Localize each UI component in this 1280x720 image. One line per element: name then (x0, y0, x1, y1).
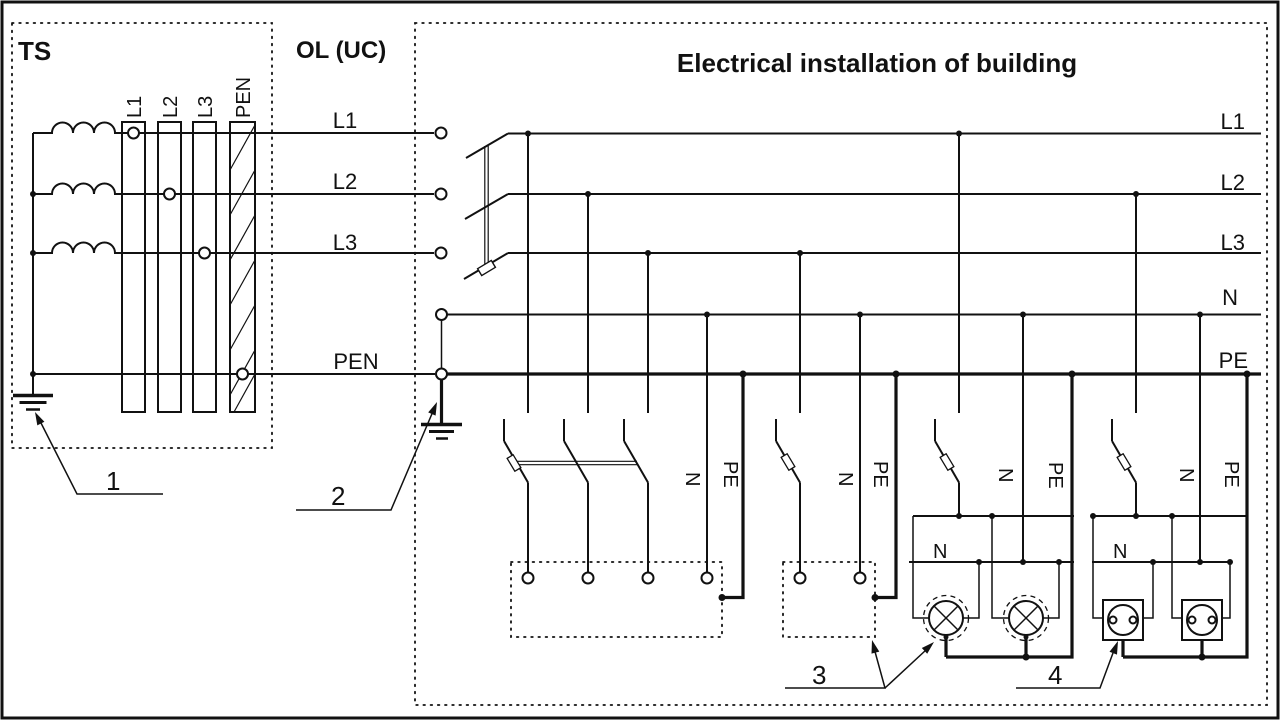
callout-3-arrowhead-b (921, 642, 934, 654)
tap-l2 (163, 187, 176, 201)
c1-n-label: N (681, 472, 703, 486)
ol-title: OL (UC) (296, 37, 386, 64)
main-switch-linkage (484, 146, 489, 268)
winding-l3 (33, 241, 434, 254)
main-switch-blade-l1 (465, 132, 509, 159)
ts-title: TS (18, 36, 51, 66)
callout-2-arrowhead (428, 402, 437, 416)
lamp1-phase-wire (912, 516, 929, 619)
pe-conductor (722, 374, 745, 600)
callout-4-arrowhead (1109, 641, 1118, 655)
callout-3: 3 (785, 640, 934, 690)
socket2-neutral-wire (1222, 562, 1231, 619)
three-phase-appliance-box (510, 561, 723, 638)
line-pe-label: PE (1219, 348, 1248, 373)
busbar-l2-label: L2 (160, 96, 182, 118)
lamp1-neutral-wire (963, 562, 980, 619)
c1-pe-label: PE (719, 461, 741, 488)
callout-2-number: 2 (331, 481, 345, 511)
circuit-lighting: N PE N (909, 133, 1074, 661)
lamp-icon (1002, 594, 1050, 642)
callout-1: 1 (35, 412, 163, 496)
callout-2: 2 (296, 402, 437, 511)
socket1-phase-wire (1092, 516, 1103, 619)
lamp-icon (922, 594, 970, 642)
c4-nbus-label: N (1113, 541, 1127, 563)
busbar-l1 (121, 121, 146, 413)
ts-busbars: L1 L2 L3 PEN (121, 77, 256, 413)
main-switch-actuator (476, 259, 497, 277)
feeders (527, 133, 649, 413)
busbar-l3 (192, 121, 217, 413)
busbar-pen-label: PEN (233, 77, 255, 118)
callout-4: 4 (1016, 641, 1118, 690)
winding-l1 (33, 121, 434, 134)
c2-pe-label: PE (869, 461, 891, 488)
c4-pe-label: PE (1220, 461, 1242, 488)
line-l2-label: L2 (1221, 170, 1245, 195)
circuit-three-phase: N PE (503, 133, 745, 601)
socket2-phase-wire (1171, 516, 1182, 619)
busbar-l2 (157, 121, 182, 413)
building-lines (447, 130, 1261, 378)
load-conductors (527, 482, 649, 572)
transformer-station-boundary (11, 22, 273, 449)
busbar-pen (229, 121, 256, 413)
lamp2-phase-wire (991, 516, 1009, 619)
page-title: Electrical installation of building (677, 48, 1077, 78)
callout-3-arrowhead-a (871, 640, 880, 654)
breaker-element (1116, 452, 1132, 472)
callout-1-arrowhead (35, 412, 45, 426)
callout-1-number: 1 (106, 466, 120, 496)
breaker-element (939, 452, 955, 472)
breaker-contact-tips (503, 419, 625, 441)
socket-outlet-icon (1181, 599, 1223, 641)
busbar-l1-label: L1 (124, 96, 146, 118)
busbar-l3-label: L3 (195, 96, 217, 118)
ol-l2-label: L2 (333, 169, 357, 194)
three-pole-breaker-actuator (506, 453, 522, 473)
building-boundary (414, 22, 1268, 706)
transformer-earth-icon (13, 374, 53, 411)
lamp2-neutral-wire (1043, 562, 1060, 619)
line-n-label: N (1222, 285, 1238, 310)
tap-l1 (127, 126, 140, 140)
pe-conductor (875, 374, 898, 600)
c3-nbus-label: N (933, 541, 947, 563)
ol-l1-label: L1 (333, 108, 357, 133)
building-earth-icon (421, 379, 462, 440)
callout-3-number: 3 (812, 660, 826, 690)
main-switch-blade-l2 (464, 193, 509, 220)
line-l1-label: L1 (1221, 109, 1245, 134)
circuit-single-phase: N PE (775, 253, 898, 601)
winding-l2 (33, 182, 434, 195)
tap-l3 (198, 246, 211, 260)
c3-n-label: N (994, 468, 1016, 482)
socket-outlet-icon (1102, 599, 1144, 641)
service-entrance-terminals (434, 126, 448, 381)
ol-l3-label: L3 (333, 230, 357, 255)
breaker-element (780, 452, 796, 472)
c4-n-label: N (1175, 468, 1197, 482)
tap-pen (236, 367, 249, 381)
pen-label: PEN (333, 349, 378, 374)
transformer-windings (30, 121, 435, 377)
circuit-sockets: N PE N (1090, 194, 1249, 661)
c2-n-label: N (834, 472, 856, 486)
line-l3-label: L3 (1221, 230, 1245, 255)
three-pole-breaker-linkage (511, 460, 637, 466)
socket1-neutral-wire (1143, 562, 1154, 619)
callout-4-number: 4 (1048, 660, 1062, 690)
c3-pe-label: PE (1044, 462, 1066, 489)
main-switch (463, 132, 509, 280)
